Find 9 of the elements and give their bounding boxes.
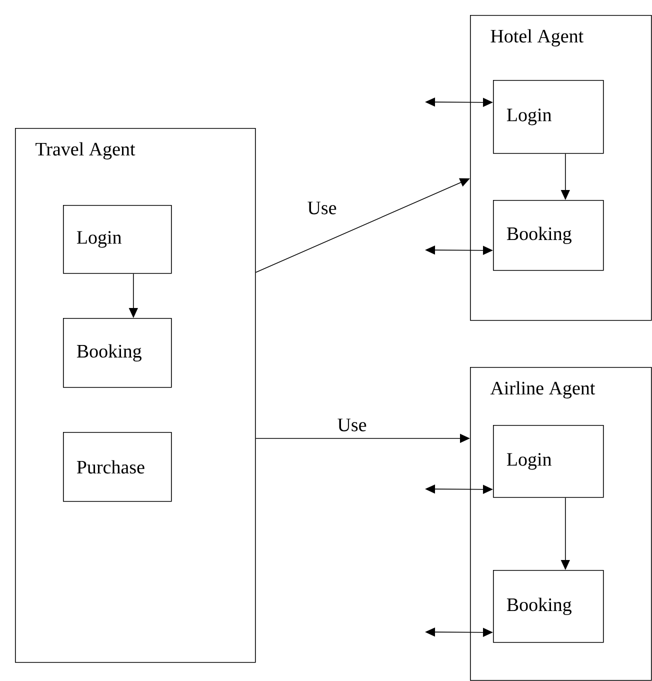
- process-box: Booking: [493, 570, 604, 643]
- edge-label: Use: [336, 418, 368, 432]
- edge-label: Use: [306, 200, 338, 216]
- process-box: Purchase: [63, 432, 172, 502]
- process-box: Login: [63, 205, 172, 274]
- process-box: Booking: [493, 200, 604, 271]
- process-box: Login: [493, 80, 604, 154]
- process-box: Booking: [63, 318, 172, 388]
- process-box: Login: [493, 425, 604, 498]
